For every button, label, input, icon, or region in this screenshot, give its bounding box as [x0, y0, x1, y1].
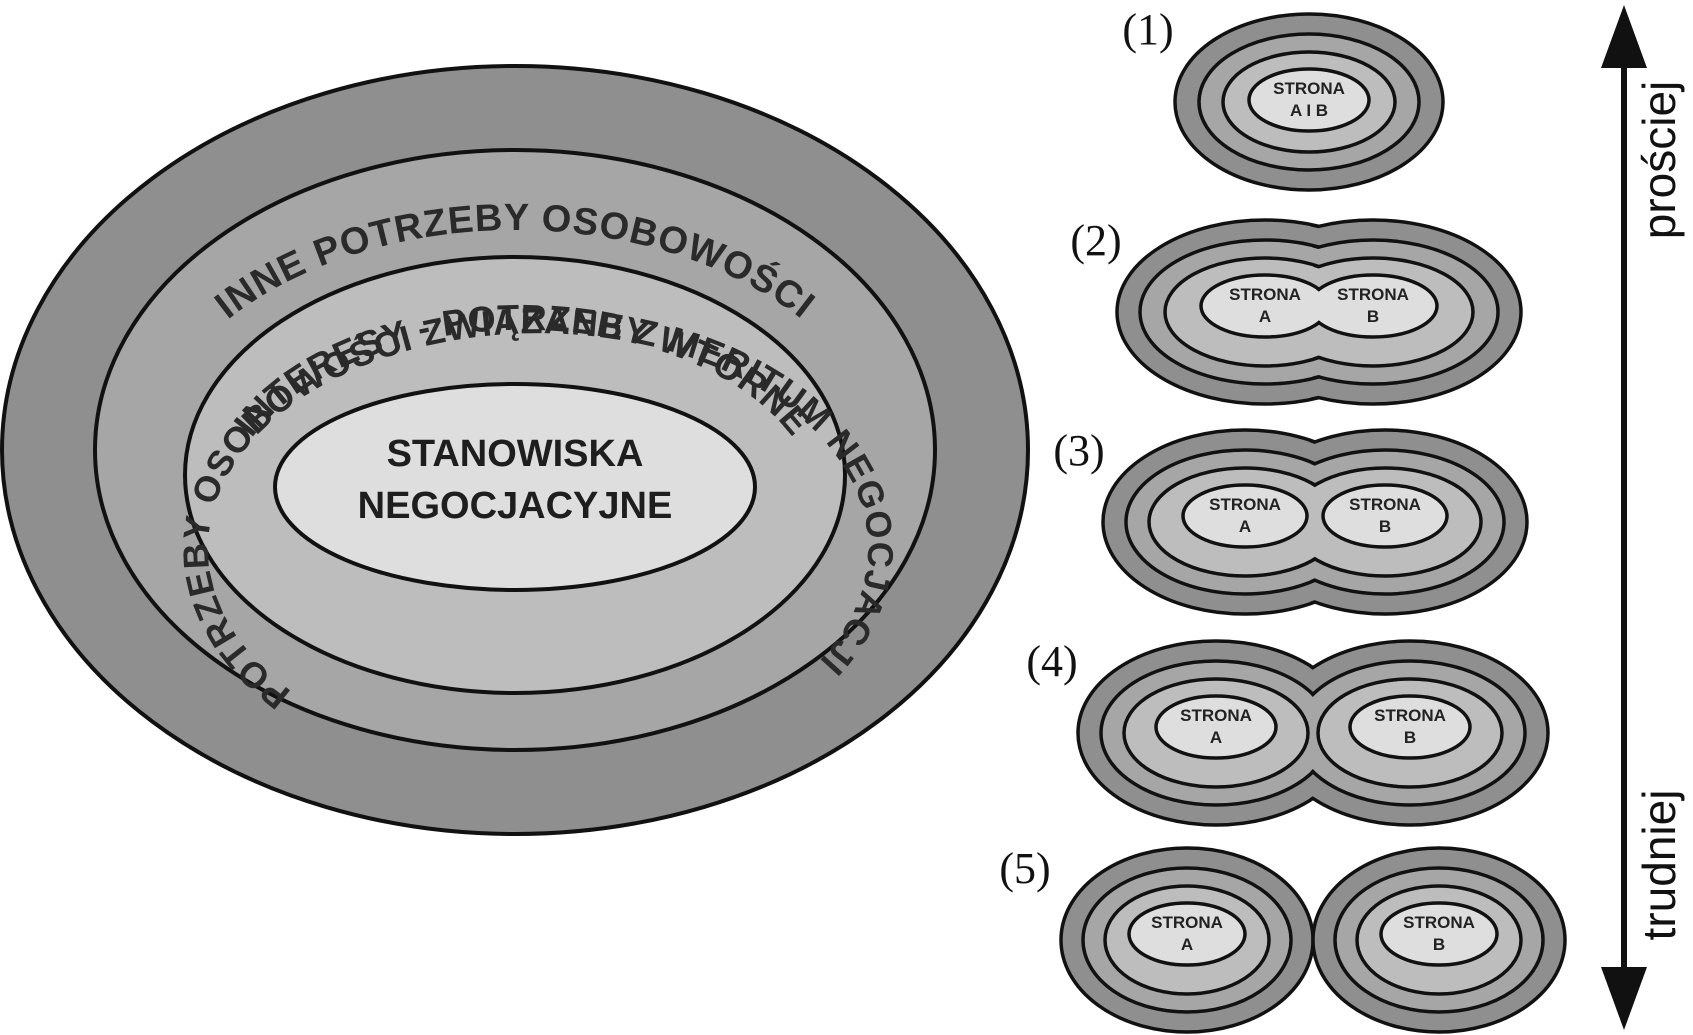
scenario-3-number: (3): [1053, 426, 1104, 475]
axis-arrow-down-icon: [1601, 967, 1647, 1030]
scenario-4-number: (4): [1026, 637, 1077, 686]
scenario-2-a-label-line2: A: [1259, 307, 1271, 326]
core-label-line2: NEGOCJACYJNE: [358, 485, 673, 527]
axis-top-label: prościej: [1633, 81, 1685, 240]
scenario-3-b-label-line2: B: [1379, 517, 1391, 536]
scenario-2-ring-fill-4: [1203, 277, 1327, 335]
scenario-5-ring-fill-4: [1383, 905, 1495, 963]
scenario-5-a-label-line2: A: [1181, 935, 1193, 954]
scenario-5: (5) STRONA A STRONA B: [999, 844, 1567, 1034]
scenario-4: (4) STRONA A STRONA B: [1026, 637, 1550, 827]
scenario-4-a-label-line2: A: [1210, 728, 1222, 747]
scenario-3: (3) STRONA A STRONA B: [1053, 426, 1529, 616]
scenario-1: (1) STRONA A I B: [1122, 5, 1445, 192]
scenario-2-b-label-line2: B: [1367, 307, 1379, 326]
scenario-3-b-label-line1: STRONA: [1349, 495, 1421, 514]
scenario-5-number: (5): [999, 844, 1050, 893]
scenario-2-b-label-line1: STRONA: [1337, 285, 1409, 304]
difficulty-axis: prościej trudniej: [1601, 5, 1685, 1030]
axis-arrow-up-icon: [1601, 5, 1647, 68]
scenario-3-a-label-line1: STRONA: [1209, 495, 1281, 514]
scenario-3-ring-fill-4: [1325, 487, 1445, 545]
scenario-5-b-label-line1: STRONA: [1403, 913, 1475, 932]
scenario-1-label-line1: STRONA: [1273, 79, 1345, 98]
core-ellipse: [273, 382, 757, 592]
scenario-4-a-label-line1: STRONA: [1180, 706, 1252, 725]
scenario-4-ring-fill-4: [1158, 698, 1274, 756]
axis-bottom-label: trudniej: [1633, 790, 1685, 941]
scenario-4-ring-fill-4: [1352, 698, 1468, 756]
scenario-2-a-label-line1: STRONA: [1229, 285, 1301, 304]
scenario-3-a-label-line2: A: [1239, 517, 1251, 536]
scenario-2-ring-fill-4: [1311, 277, 1435, 335]
scenario-1-label-line2: A I B: [1290, 101, 1328, 120]
scenario-5-ring-fill-4: [1131, 905, 1243, 963]
scenario-5-a-label-line1: STRONA: [1151, 913, 1223, 932]
scenario-1-number: (1): [1122, 5, 1173, 54]
scenario-2: (2) STRONA A STRONA B: [1070, 216, 1523, 406]
scenario-3-ring-fill-4: [1185, 487, 1305, 545]
core-label-line1: STANOWISKA: [387, 433, 644, 475]
scenario-5-b-label-line2: B: [1433, 935, 1445, 954]
scenario-2-number: (2): [1070, 216, 1121, 265]
scenarios-group: (2) STRONA A STRONA B (3) STRONA A STRONA B (4) STR…: [999, 216, 1567, 1034]
main-diagram: INNE POTRZEBY OSOBOWOŚCI POTRZEBY OSOBOW…: [0, 64, 1030, 836]
scenario-4-b-label-line1: STRONA: [1374, 706, 1446, 725]
scenario-4-b-label-line2: B: [1404, 728, 1416, 747]
